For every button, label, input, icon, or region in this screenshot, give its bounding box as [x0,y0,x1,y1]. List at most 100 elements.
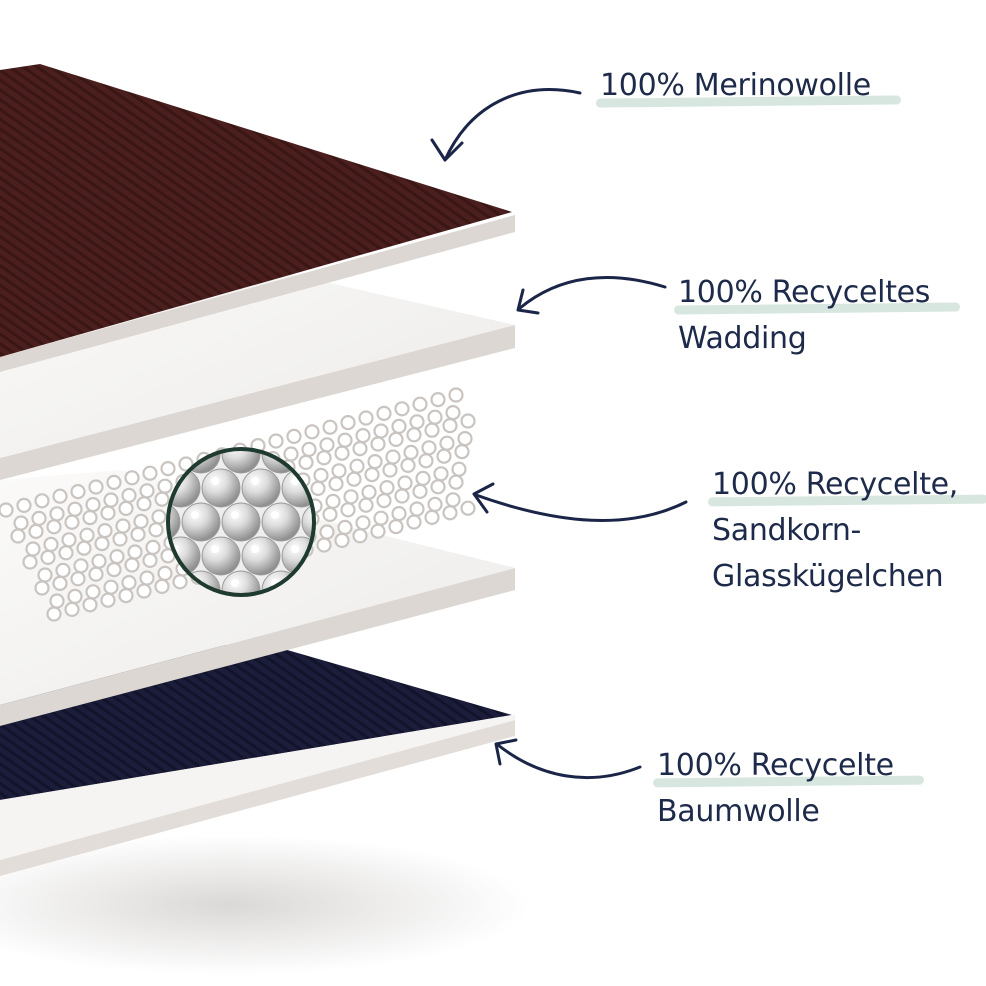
glass-bead-highlight [331,409,339,417]
mesh-cell [427,409,443,425]
mesh-cell [430,392,446,408]
mesh-cell [412,483,428,499]
mesh-cell [460,500,476,516]
mesh-cell [121,487,137,503]
mesh-cell [427,496,443,512]
mesh-cell [310,480,326,496]
mesh-cell [379,480,395,496]
mesh-cell [172,574,188,590]
mesh-cell [370,523,386,539]
mesh-cell [340,502,356,518]
mesh-cell [28,523,44,540]
mesh-cell [340,415,356,431]
glass-bead [261,502,301,542]
mesh-cell [52,575,68,592]
glass-bead-highlight [191,450,199,451]
arrow-cotton [494,738,642,779]
mesh-cell [16,497,32,513]
mesh-cell [436,448,452,464]
mesh-cell [88,566,104,582]
mesh-cell [70,571,86,587]
mesh-cell [286,428,302,444]
mesh-cell [376,493,392,509]
mesh-cell [145,539,161,556]
mesh-cell [358,410,374,426]
mesh-cell [334,445,350,461]
label-wadding-line2: Wadding [678,321,807,356]
mesh-cell [49,506,65,522]
mesh-cell [409,501,425,517]
mesh-cell [160,461,176,477]
mesh-cell [118,500,134,516]
arrow-merino [430,88,582,162]
mesh-cell [373,423,389,439]
mesh-cell [133,513,149,530]
mesh-cell [118,587,134,604]
mesh-cell [124,470,140,486]
label-glass-line3: Glasskügelchen [712,559,944,594]
mesh-cell [391,505,407,522]
glass-bead-highlight [291,409,299,417]
mesh-cell [139,570,155,586]
mesh-cell [394,488,410,504]
mesh-cell [88,479,104,495]
glass-bead-highlight [191,511,199,519]
glass-bead [201,536,241,576]
mesh-cell [349,458,365,474]
mesh-cell [46,519,62,535]
mesh-cell [103,579,119,595]
mesh-cell [430,479,446,495]
mesh-cell [400,457,416,473]
mesh-cell [355,515,371,531]
mesh-cell [346,471,362,487]
mesh-cell [70,484,86,500]
mesh-cell [52,488,68,504]
mesh-cell [136,496,152,512]
mesh-cell [448,387,464,403]
mesh-cell [13,515,29,531]
mesh-cell [73,558,89,574]
mesh-cell [10,528,26,544]
mesh-cell [127,544,143,560]
mesh-cell [46,606,62,622]
label-cotton-line1: 100% Recycelte [657,748,894,783]
glass-bead-highlight [151,443,159,451]
mesh-cell [331,463,347,479]
mesh-cell [334,532,350,549]
mesh-cell [313,467,329,483]
mesh-cell [79,527,95,543]
label-merino-line1: 100% Merinowolle [600,68,871,103]
mesh-cell [34,493,50,509]
glass-bead-highlight [251,545,259,553]
mesh-cell [370,436,386,452]
mesh-cell [139,483,155,499]
glass-bead-highlight [291,545,299,553]
label-merino: 100% Merinowolle [600,63,871,109]
label-wadding: 100% Recyceltes Wadding [678,270,930,362]
mesh-cell [418,453,434,469]
mesh-cell [343,489,359,505]
label-glass-line2: Sandkorn- [712,513,862,548]
merino-layer [0,64,515,372]
mesh-cell [298,454,314,470]
mesh-cell [319,524,335,540]
mesh-cell [316,537,332,553]
mesh-cell [22,554,38,570]
mesh-cell [322,506,338,523]
mesh-cell [325,493,341,509]
mesh-cell [358,497,374,513]
glass-bead-highlight [231,579,239,587]
mesh-cell [58,545,74,561]
mesh-cell [130,526,146,543]
mesh-cell [406,514,422,530]
mesh-cell [106,561,122,578]
mesh-cell [151,509,167,525]
mesh-cell [115,518,131,534]
mesh-cell [337,519,353,536]
mesh-cell [85,584,101,600]
mesh-cell [445,405,461,421]
glass-bead-highlight [271,511,279,519]
mesh-cell [322,419,338,435]
mesh-cell [328,476,344,492]
